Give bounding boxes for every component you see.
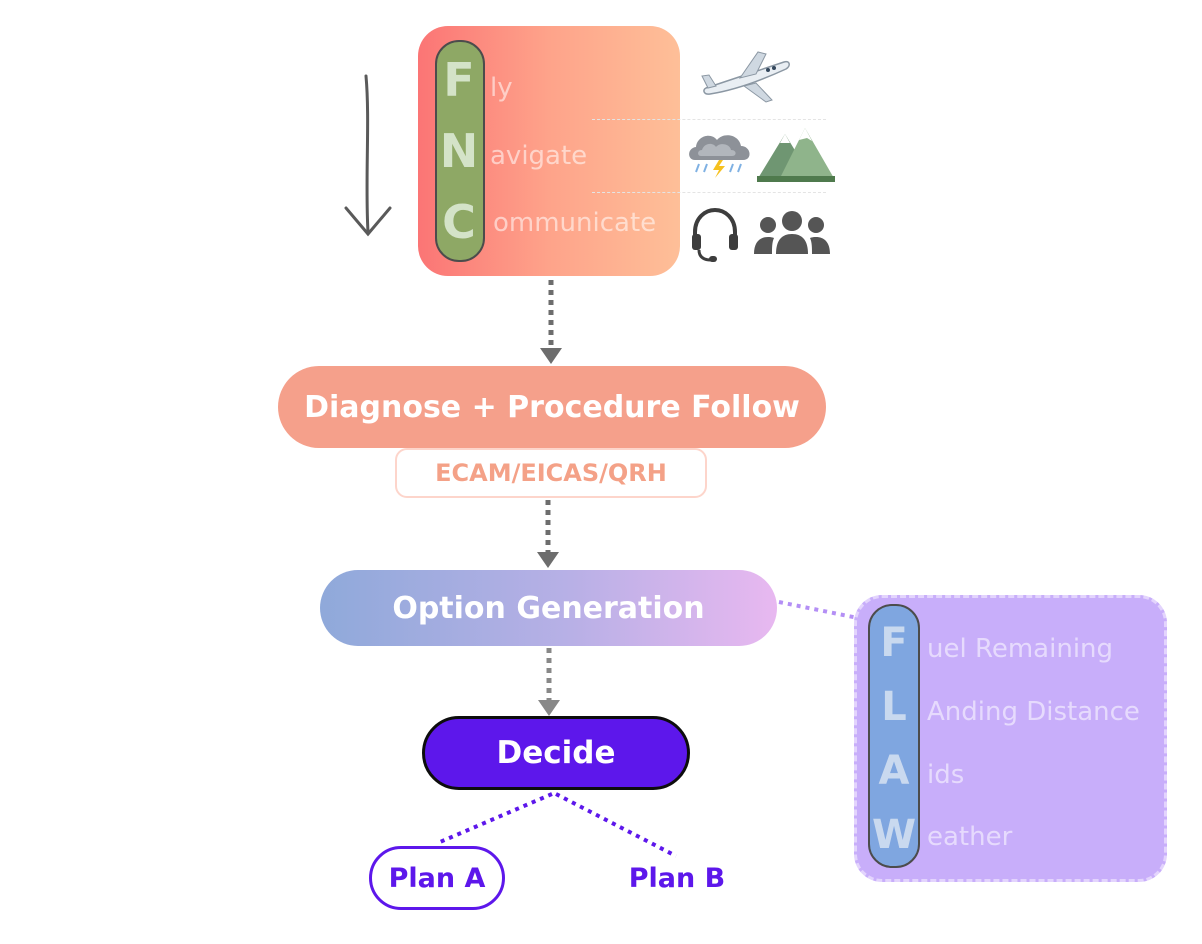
connector-option-flaw — [778, 600, 859, 620]
option-generation-pill: Option Generation — [320, 570, 777, 646]
connector-decide-plan-b — [555, 792, 677, 858]
flaw-letter-l: L — [881, 684, 907, 730]
fnc-separator — [592, 119, 826, 120]
connector-fnc-diagnose — [540, 280, 562, 364]
mountains-icon — [757, 128, 835, 182]
fnc-word-navigate: avigate — [490, 141, 588, 171]
decide-pill: Decide — [422, 716, 690, 790]
storm-cloud-icon — [689, 135, 750, 178]
plan-a-pill: Plan A — [369, 846, 505, 910]
fnc-word-communicate: ommunicate — [493, 208, 657, 238]
sequence-arrow-icon — [344, 74, 392, 237]
diagnose-procedure-pill: Diagnose + Procedure Follow — [278, 366, 826, 448]
ecam-eicas-qrh-label: ECAM/EICAS/QRH — [395, 448, 707, 498]
fnc-separator — [592, 192, 826, 193]
fnc-letter-c: C — [442, 195, 476, 249]
flaw-letter-w: W — [871, 812, 917, 858]
fnc-word-fly: ly — [490, 73, 513, 103]
flaw-letter-f: F — [880, 620, 908, 666]
flaw-word-weather: eather — [927, 822, 1013, 852]
headset-icon — [692, 207, 738, 262]
group-icon — [754, 211, 830, 254]
fnc-letter-n: N — [439, 124, 479, 178]
flaw-word-landing: Anding Distance — [927, 697, 1140, 727]
flaw-word-aids: ids — [927, 760, 965, 790]
flaw-word-fuel: uel Remaining — [927, 634, 1114, 664]
flaw-acronym-pill — [868, 604, 920, 868]
plan-b-label: Plan B — [628, 862, 726, 894]
fnc-letter-f: F — [443, 53, 475, 107]
connector-option-decide — [538, 648, 560, 716]
flaw-letter-a: A — [878, 748, 910, 794]
fnc-acronym-pill — [435, 40, 485, 262]
connector-decide-plan-a — [439, 792, 553, 844]
connector-diagnose-option — [537, 500, 559, 568]
airplane-icon — [701, 51, 790, 103]
